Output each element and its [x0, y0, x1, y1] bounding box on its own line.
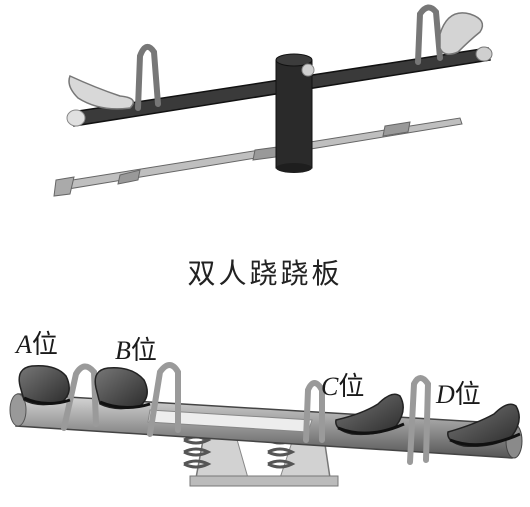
top-left-cap [66, 109, 86, 127]
position-suffix-d: 位 [454, 380, 481, 410]
handle-d [407, 375, 432, 465]
seat-a [18, 364, 71, 406]
position-letter-d: D [436, 380, 455, 409]
position-suffix-b: 位 [130, 336, 157, 366]
top-right-seat [439, 12, 484, 55]
seat-d [447, 403, 521, 448]
position-suffix-a: 位 [31, 330, 58, 360]
top-base-bar [53, 117, 463, 197]
position-letter-c: C [321, 372, 339, 401]
position-suffix-c: 位 [338, 372, 365, 402]
position-label-d: D位 [436, 374, 481, 411]
top-left-handle [135, 43, 161, 111]
top-left-seat [68, 74, 135, 110]
handle-a [61, 363, 99, 431]
bottom-seesaw [9, 362, 523, 487]
position-label-c: C位 [321, 366, 364, 403]
seat-b [94, 367, 151, 410]
position-label-a: A位 [16, 324, 58, 361]
top-seesaw [53, 4, 493, 197]
figure-caption: 双人跷跷板 [187, 257, 343, 290]
handle-c [303, 380, 325, 443]
top-right-handle [415, 4, 443, 65]
top-right-cap [475, 46, 493, 62]
position-label-b: B位 [115, 330, 157, 367]
top-pivot-post [275, 53, 315, 173]
bottom-left-end [9, 393, 27, 427]
seat-c [335, 393, 405, 436]
position-letter-b: B [115, 336, 131, 365]
position-letter-a: A [16, 330, 32, 359]
handle-b [147, 362, 181, 437]
